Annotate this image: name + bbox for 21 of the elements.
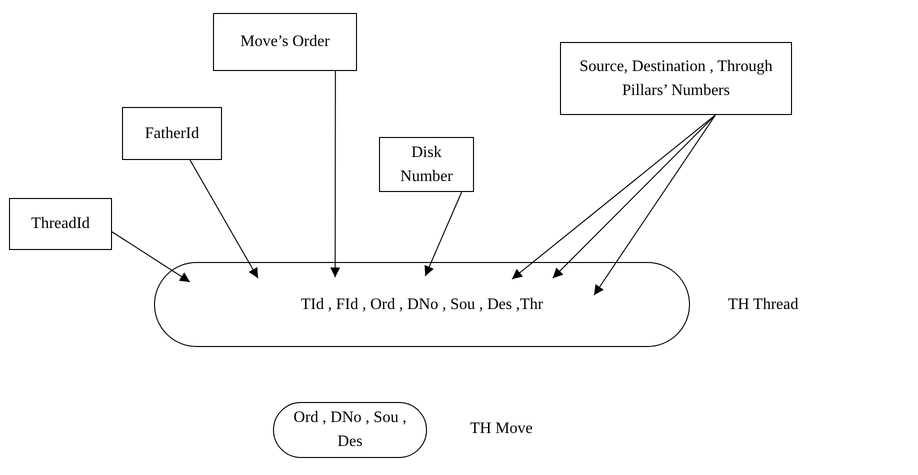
label-box [122, 107, 222, 160]
arrow [330, 70, 340, 278]
arrow [512, 114, 716, 280]
node-text: Disk Number [399, 142, 454, 186]
label-box [560, 42, 792, 115]
node-caption: TH Thread [728, 295, 798, 315]
node-text: Move’s Order [240, 32, 330, 52]
node-text: Source, Destination , Through Pillars’ Numbers [578, 56, 774, 100]
node-text: TId , FId , Ord , DNo , Sou , Des ,Thr [300, 294, 544, 314]
label-box [379, 137, 474, 192]
label-box [213, 13, 357, 71]
arrow [190, 160, 258, 279]
arrow [424, 192, 462, 277]
arrow [594, 114, 716, 296]
node-text: ThreadId [31, 214, 90, 234]
node-text: FatherId [144, 124, 200, 144]
label-box [9, 198, 112, 250]
arrow [552, 114, 716, 279]
arrow [112, 231, 190, 282]
node-caption: TH Move [470, 419, 533, 439]
node-text: Ord , DNo , Sou , Des [292, 408, 408, 452]
